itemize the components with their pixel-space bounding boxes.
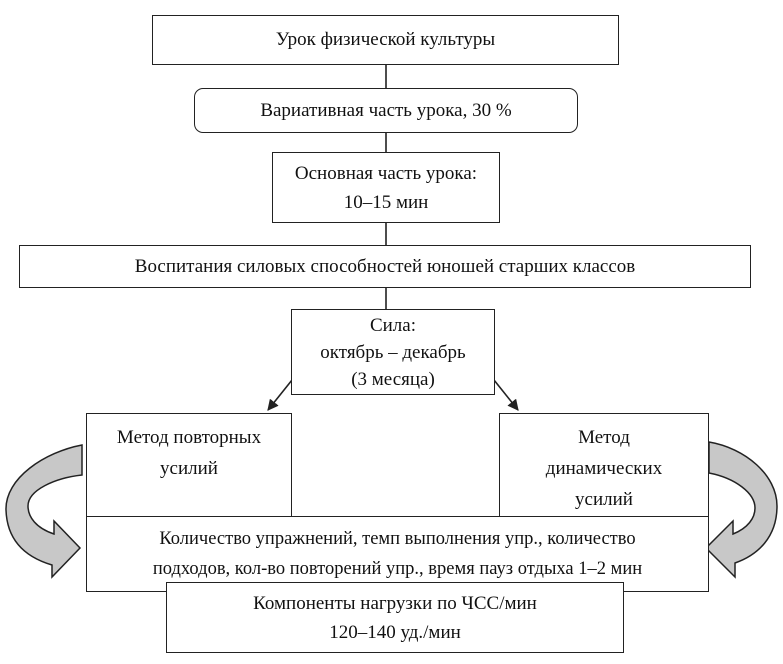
- arrow-to-dynamic-method: [493, 379, 519, 411]
- variative-part-box: Вариативная часть урока, 30 %: [194, 88, 578, 133]
- upbringing-box: Воспитания силовых способностей юношей с…: [19, 245, 751, 288]
- left-curved-arrow: [5, 444, 83, 579]
- strength-box: Сила: октябрь – декабрь (3 месяца): [291, 309, 495, 395]
- main-part-label: Основная часть урока: 10–15 мин: [294, 162, 478, 213]
- strength-label: Сила: октябрь – декабрь (3 месяца): [320, 314, 466, 390]
- dynamic-method-label: Метод динамических усилий: [545, 427, 663, 510]
- main-part-box: Основная часть урока: 10–15 мин: [272, 152, 500, 223]
- parameters-label: Количество упражнений, темп выполнения у…: [152, 529, 643, 579]
- arrow-to-repeated-method: [267, 379, 293, 411]
- repeated-method-box: Метод повторных усилий: [86, 413, 292, 517]
- variative-part-label: Вариативная часть урока, 30 %: [260, 99, 512, 121]
- repeated-method-label: Метод повторных усилий: [116, 427, 262, 479]
- load-components-box: Компоненты нагрузки по ЧСС/мин 120–140 у…: [166, 582, 624, 653]
- dynamic-method-box: Метод динамических усилий: [499, 413, 709, 517]
- lesson-label: Урок физической культуры: [275, 29, 496, 50]
- right-curved-arrow: [704, 441, 778, 579]
- upbringing-label: Воспитания силовых способностей юношей с…: [134, 255, 636, 277]
- lesson-box: Урок физической культуры: [152, 15, 619, 65]
- parameters-box: Количество упражнений, темп выполнения у…: [86, 516, 709, 592]
- load-components-label: Компоненты нагрузки по ЧСС/мин 120–140 у…: [253, 592, 537, 643]
